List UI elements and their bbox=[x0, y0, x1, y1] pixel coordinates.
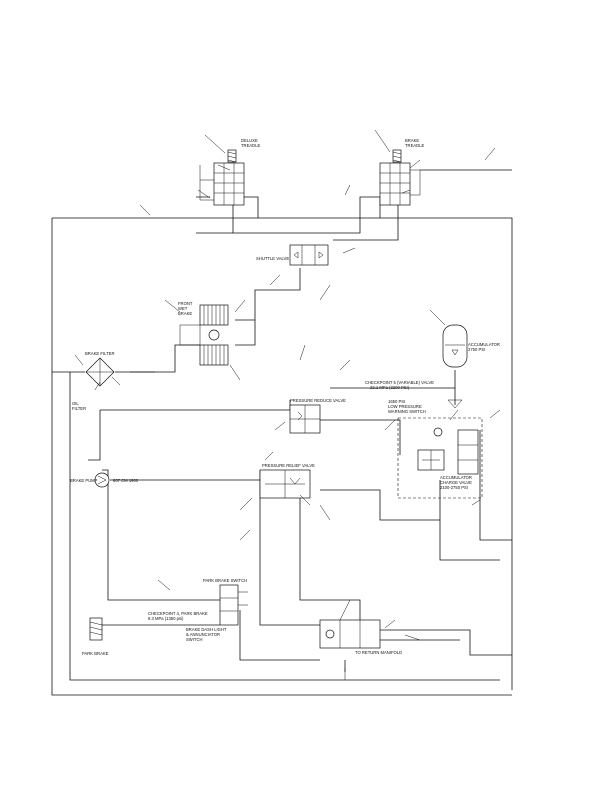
checkpoint-unload-pressure: 22.1 MPa (3200 PSI) bbox=[370, 385, 410, 390]
park-brake-switch: PARK BRAKE SWITCH CHECKPOINT 4, PARK BRA… bbox=[148, 578, 248, 642]
hydraulic-lines bbox=[51, 169, 513, 696]
pressure-reduce-valve: PRESSURE REDUCE VALVE bbox=[289, 398, 346, 434]
checkpoint-unload-valve: CHECKPOINT 5 (VARIABLE) VALVE 22.1 MPa (… bbox=[365, 380, 463, 414]
low-pressure-label-2: LOW PRESSURE bbox=[388, 404, 422, 409]
checkpoint-park-label: CHECKPOINT 4, PARK BRAKE bbox=[148, 611, 208, 616]
checkpoint-park-pressure: 9.3 MPa (1350 psi) bbox=[148, 616, 184, 621]
accumulator-charge-range: 2100-2750 PSI bbox=[440, 485, 468, 490]
park-brake-label: PARK BRAKE bbox=[82, 651, 109, 656]
callout-arrows bbox=[74, 129, 501, 680]
accumulator-charge-label-2: CHARGE VALVE bbox=[440, 480, 472, 485]
park-brake: PARK BRAKE bbox=[82, 617, 109, 656]
low-pressure-label-3: WARNING SWITCH bbox=[388, 409, 426, 414]
checkpoint-unload-label: CHECKPOINT 5 (VARIABLE) VALVE bbox=[365, 380, 434, 385]
park-brake-switch-label: PARK BRAKE SWITCH bbox=[203, 578, 247, 583]
dash-light-label-2: & ANNUNCIATOR bbox=[186, 632, 220, 637]
brake-pump-rating: 807 CM 1900 bbox=[113, 478, 139, 483]
front-wet-brake-label-2: WET bbox=[178, 306, 188, 311]
return-manifold-label: TO RETURN MANIFOLD bbox=[355, 650, 402, 655]
deluxe-treadle-label: DELUXE bbox=[241, 138, 258, 143]
shuttle-valve-label: SHUTTLE VALVE bbox=[256, 256, 289, 261]
deluxe-treadle-valve: DELUXE TREADLE bbox=[199, 138, 261, 206]
accumulator: ACCUMULATOR 2750 PSI bbox=[442, 324, 500, 368]
return-manifold: TO RETURN MANIFOLD bbox=[319, 619, 402, 655]
oil-filter-label: OIL bbox=[72, 401, 79, 406]
front-wet-brake-label-3: BRAKE bbox=[178, 311, 192, 316]
brake-treadle-valve: BRAKE TREADLE bbox=[379, 138, 425, 206]
brake-pump-label: BRAKE PUMP bbox=[70, 478, 98, 483]
pressure-reduce-label: PRESSURE REDUCE VALVE bbox=[290, 398, 346, 403]
pressure-relief-valve: PRESSURE RELIEF VALVE bbox=[259, 463, 315, 499]
brake-pump: BRAKE PUMP 807 CM 1900 bbox=[70, 472, 139, 488]
brake-filter: BRAKE FILTER OIL FILTER bbox=[72, 351, 115, 411]
front-wet-brake-label: FRONT bbox=[178, 301, 193, 306]
accumulator-label: ACCUMULATOR bbox=[468, 342, 500, 347]
shuttle-valve: SHUTTLE VALVE bbox=[256, 244, 329, 266]
oil-filter-label-2: FILTER bbox=[72, 406, 86, 411]
low-pressure-label: 1650 PSI bbox=[388, 399, 405, 404]
accumulator-charge-valve: ACCUMULATOR CHARGE VALVE 2100-2750 PSI bbox=[397, 417, 483, 499]
pressure-relief-label: PRESSURE RELIEF VALVE bbox=[262, 463, 315, 468]
deluxe-treadle-label-2: TREADLE bbox=[241, 143, 261, 148]
accumulator-charge-label: ACCUMULATOR bbox=[440, 475, 472, 480]
brake-treadle-label: BRAKE bbox=[405, 138, 419, 143]
brake-filter-label: BRAKE FILTER bbox=[85, 351, 114, 356]
dash-light-label-3: SWITCH bbox=[186, 637, 203, 642]
brake-treadle-label-2: TREADLE bbox=[405, 143, 425, 148]
front-wet-brake: FRONT WET BRAKE bbox=[178, 301, 229, 366]
accumulator-pressure: 2750 PSI bbox=[468, 347, 485, 352]
dash-light-label: BRAKE DASH LIGHT bbox=[186, 627, 227, 632]
